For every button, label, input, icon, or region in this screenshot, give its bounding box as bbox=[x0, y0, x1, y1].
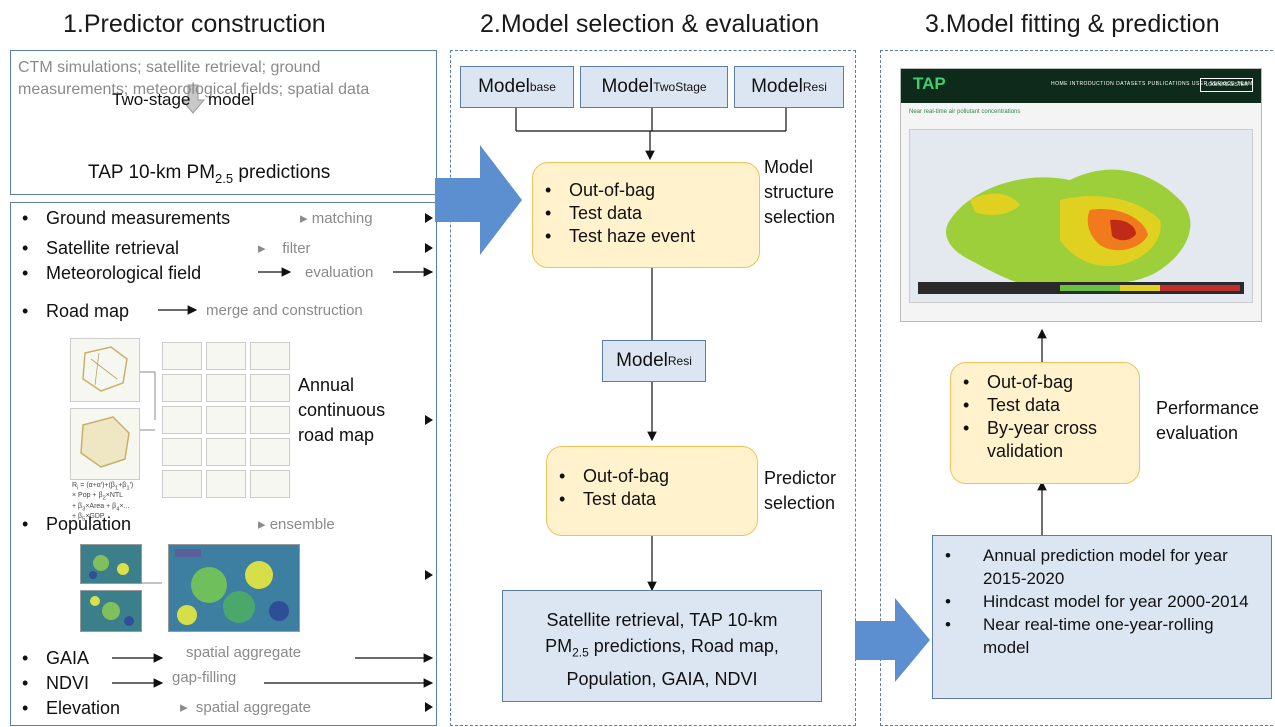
action-ensemble: ▸ ensemble bbox=[258, 516, 335, 533]
prediction-models-box: Annual prediction model for year 2015-20… bbox=[932, 535, 1272, 699]
tap-navbar: TAP HOME INTRODUCTION DATASETS PUBLICATI… bbox=[901, 69, 1261, 103]
predictor-source-box bbox=[10, 50, 437, 195]
action-filter: ▸ filter bbox=[258, 240, 311, 257]
final-predictors-box: Satellite retrieval, TAP 10-km PM2.5 pre… bbox=[502, 590, 822, 702]
performance-evaluation-label: Performance evaluation bbox=[1156, 398, 1260, 443]
predictor-item-elevation: Elevation bbox=[10, 697, 120, 720]
tap-headline: Near real-time air pollutant concentrati… bbox=[909, 109, 1021, 115]
road-map-thumbnail-2 bbox=[70, 408, 140, 480]
two-stage-label: Two-stage bbox=[112, 90, 191, 109]
predictor-selection-label: Predictor selection bbox=[764, 468, 837, 513]
big-arrow-to-panel3 bbox=[855, 598, 930, 682]
pm25-map bbox=[909, 129, 1253, 303]
evaluation-criteria-box: Out-of-bag Test data By-year cross valid… bbox=[950, 362, 1140, 484]
big-arrow-to-panel2 bbox=[435, 145, 522, 255]
population-thumbnail-2 bbox=[80, 590, 142, 632]
action-matching: ▸ matching bbox=[300, 210, 373, 227]
panel3-outline bbox=[880, 50, 1273, 726]
tap-output-label: TAP 10-km PM2.5 predictions bbox=[88, 162, 331, 186]
predictor-item-population: Population bbox=[10, 513, 131, 536]
predictor-item-roadmap: Road map bbox=[10, 300, 129, 323]
population-thumbnail-1 bbox=[80, 544, 142, 584]
predictor-item-ndvi: NDVI bbox=[10, 672, 89, 695]
two-stage-arrow bbox=[180, 84, 206, 114]
road-map-grid bbox=[162, 342, 290, 518]
predictor-item-gaia: GAIA bbox=[10, 647, 89, 670]
predictor-criteria-box: Out-of-bag Test data bbox=[546, 446, 758, 536]
road-map-label: Annual continuous road map bbox=[298, 375, 386, 445]
structure-criteria-box: Out-of-bag Test data Test haze event bbox=[532, 162, 760, 268]
population-ensemble-map bbox=[168, 544, 300, 632]
tap-brand: TAP bbox=[913, 74, 946, 93]
model-label: model bbox=[208, 90, 255, 109]
road-map-thumbnail-1 bbox=[70, 338, 140, 402]
predictor-item-ground: Ground measurements bbox=[10, 207, 230, 230]
predictor-item-satellite: Satellite retrieval bbox=[10, 237, 179, 260]
tap-nav-links: HOME INTRODUCTION DATASETS PUBLICATIONS … bbox=[1051, 81, 1253, 87]
tap-login-button: LOGIN/REGISTER bbox=[1200, 78, 1253, 92]
panel2-outline bbox=[450, 50, 856, 726]
action-merge: merge and construction bbox=[206, 302, 363, 319]
action-gap-filling: gap-filling bbox=[172, 669, 237, 686]
structure-selection-label: Model structure selection bbox=[764, 157, 836, 227]
action-evaluation: evaluation bbox=[305, 264, 374, 281]
panel2-title: 2.Model selection & evaluation bbox=[480, 10, 820, 38]
panel3-title: 3.Model fitting & prediction bbox=[925, 10, 1220, 38]
action-spatial-aggregate-elevation: ▸ spatial aggregate bbox=[180, 699, 311, 716]
action-spatial-aggregate-gaia: spatial aggregate bbox=[186, 644, 302, 661]
predictor-item-meteorological: Meteorological field bbox=[10, 262, 201, 285]
sources-text: CTM simulations; satellite retrieval; gr… bbox=[18, 59, 370, 98]
tap-website-screenshot: TAP HOME INTRODUCTION DATASETS PUBLICATI… bbox=[900, 68, 1262, 322]
panel1-title: 1.Predictor construction bbox=[63, 10, 326, 38]
